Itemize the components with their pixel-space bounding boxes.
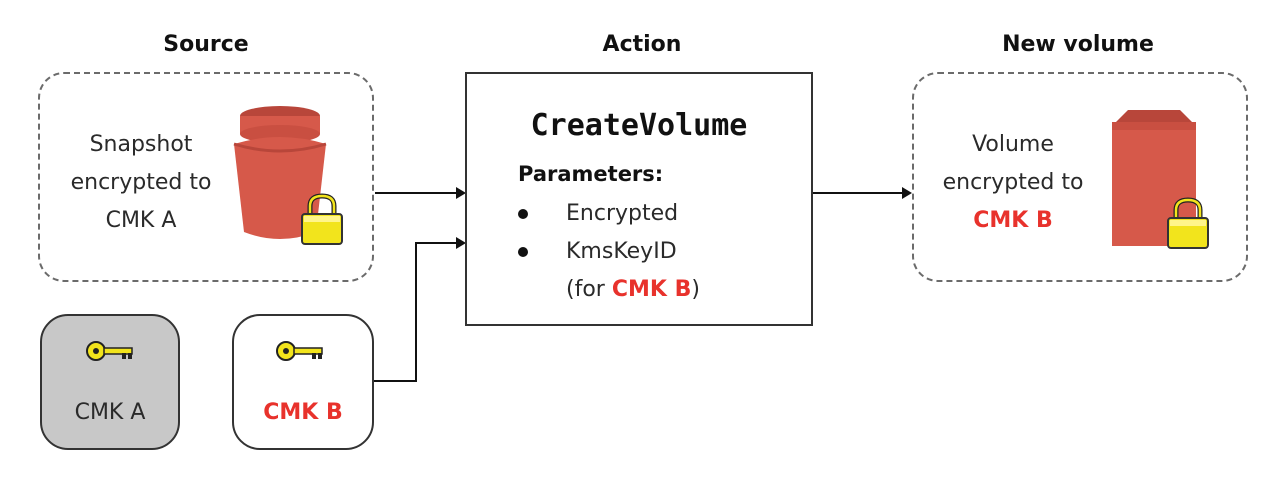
cmk-a-label: CMK A	[74, 400, 146, 425]
heading-new-volume: New volume	[1002, 32, 1154, 57]
source-line-1: Snapshot	[89, 132, 193, 157]
bullet-icon	[518, 247, 528, 257]
heading-action: Action	[602, 32, 682, 57]
padlock-icon	[1167, 197, 1209, 249]
heading-source: Source	[163, 32, 249, 57]
bullet-icon	[518, 209, 528, 219]
parameter-list: Encrypted KmsKeyID (for CMK B)	[518, 195, 700, 309]
action-box	[465, 72, 813, 326]
new-volume-description: Volume encrypted to CMK B	[928, 126, 1098, 240]
ebs-volume-icon	[1112, 110, 1196, 246]
source-description: Snapshot encrypted to CMK A	[56, 126, 226, 240]
action-title: CreateVolume	[530, 108, 748, 143]
source-box	[38, 72, 374, 282]
volume-line-1: Volume	[972, 132, 1054, 157]
parameters-label: Parameters:	[518, 162, 664, 186]
parameter-item-encrypted: Encrypted	[518, 195, 700, 233]
arrow-cmk-b-to-action	[373, 242, 458, 382]
cmk-a-key-box	[40, 314, 180, 450]
volume-line-2: encrypted to	[942, 170, 1084, 195]
parameter-kmskeyid-detail: (for CMK B)	[566, 277, 700, 302]
cmk-b-key-box	[232, 314, 374, 450]
s3-bucket-icon	[233, 106, 327, 239]
key-icon	[276, 341, 323, 361]
parameter-item-kmskeyid: KmsKeyID	[518, 233, 700, 271]
cmk-b-label: CMK B	[263, 400, 343, 425]
source-line-3: CMK A	[105, 208, 177, 233]
volume-line-3: CMK B	[973, 208, 1053, 233]
source-line-2: encrypted to	[70, 170, 212, 195]
new-volume-box	[912, 72, 1248, 282]
padlock-icon	[301, 193, 343, 245]
key-icon	[86, 341, 133, 361]
